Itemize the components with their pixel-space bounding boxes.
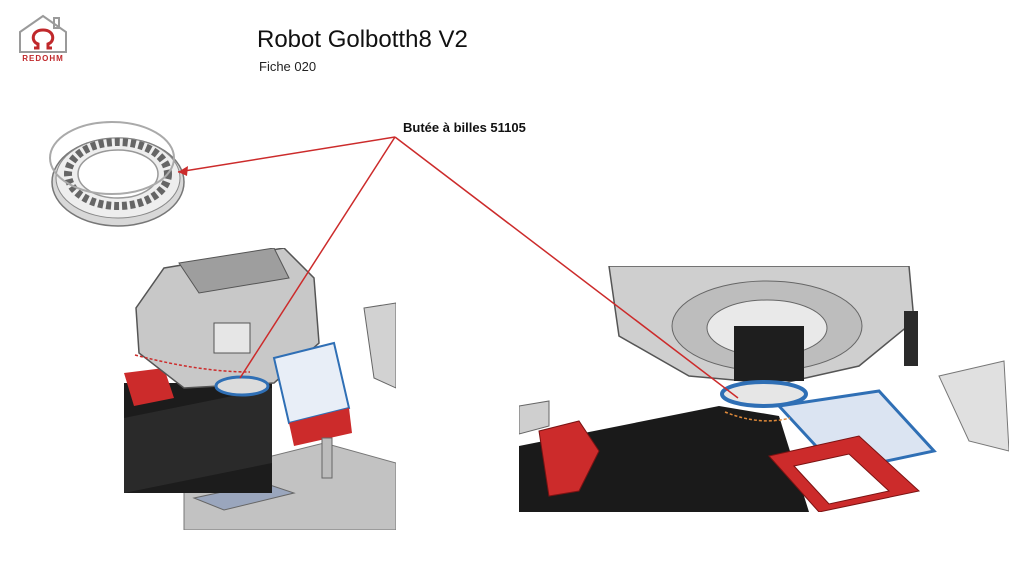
house-omega-icon (19, 14, 67, 53)
logo-text: REDOHM (22, 54, 64, 63)
redohm-logo: REDOHM (14, 12, 72, 68)
assembly-view-right (519, 266, 1009, 512)
thrust-bearing-image (49, 121, 185, 227)
callout-label: Butée à billes 51105 (403, 120, 526, 135)
page-subtitle: Fiche 020 (259, 59, 317, 74)
page-title: Robot Golbotth8 V2 (257, 26, 468, 53)
assembly-view-left (124, 248, 396, 530)
callout-line-bearing (177, 136, 396, 173)
